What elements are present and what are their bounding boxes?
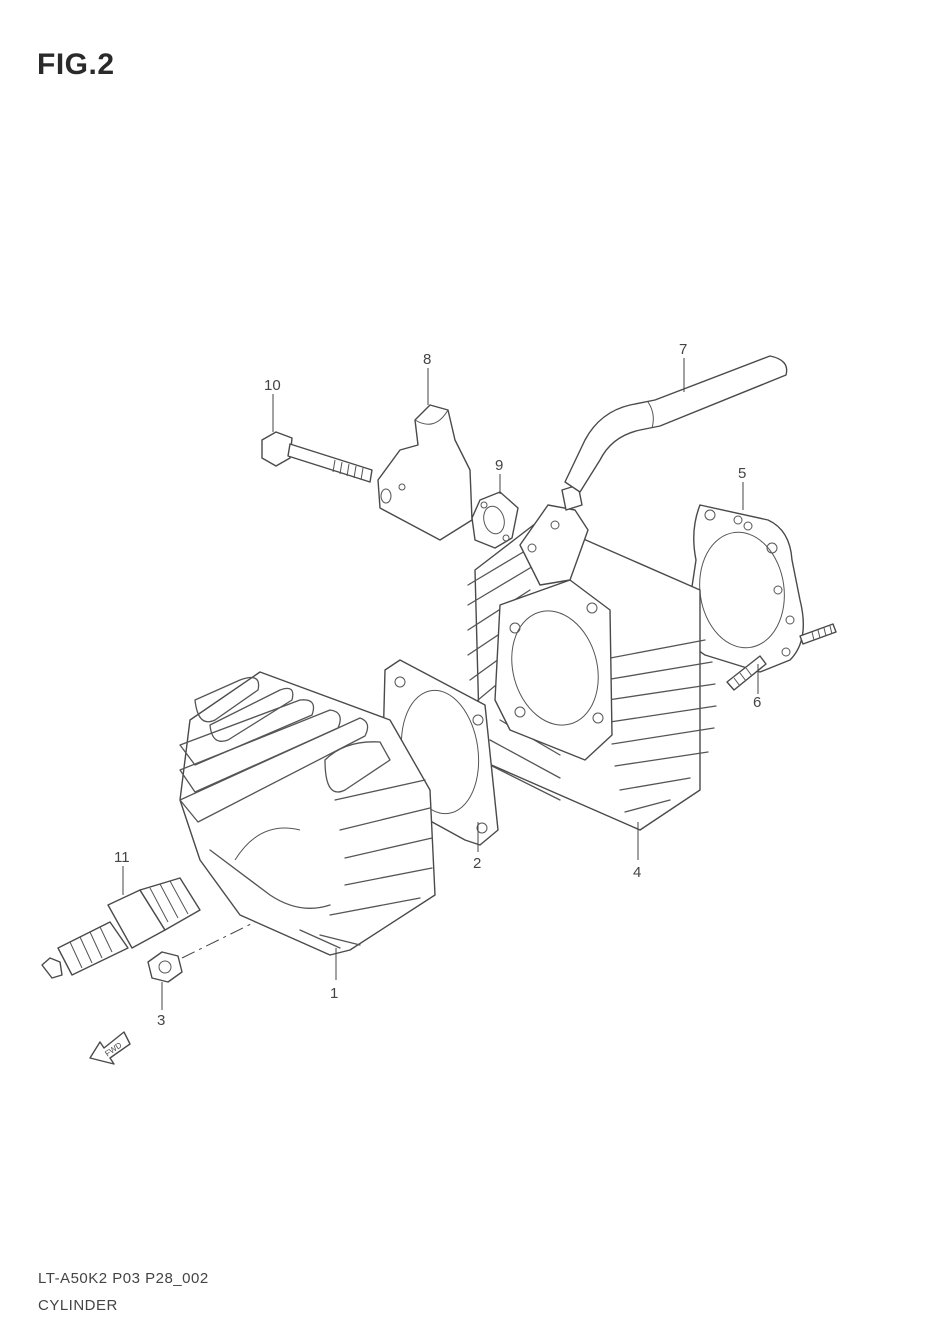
hose[interactable] [564, 355, 788, 493]
callout-3: 3 [157, 1012, 165, 1029]
callout-5: 5 [738, 465, 746, 482]
base-gasket[interactable] [686, 504, 805, 673]
callout-10: 10 [264, 377, 281, 394]
callout-11: 11 [114, 849, 130, 866]
fwd-arrow-icon: FWD [89, 1031, 131, 1065]
callout-7: 7 [679, 341, 687, 358]
callout-1: 1 [330, 985, 338, 1002]
drawing-code: LT-A50K2 P03 P28_002 [38, 1270, 209, 1287]
nut[interactable] [147, 951, 183, 983]
section-name: CYLINDER [38, 1297, 118, 1314]
figure-title: FIG.2 [37, 48, 115, 81]
callout-9: 9 [495, 457, 503, 474]
bolt[interactable] [261, 431, 373, 483]
callout-4: 4 [633, 864, 641, 881]
spark-plug[interactable] [41, 877, 201, 979]
callout-6: 6 [753, 694, 761, 711]
intake-gasket[interactable] [471, 491, 519, 549]
cylinder-head[interactable] [179, 671, 436, 956]
stud-bolts[interactable] [726, 623, 837, 691]
callouts: 1 2 3 4 5 6 7 8 9 10 11 [114, 341, 761, 1029]
intake-pipe[interactable] [377, 404, 473, 541]
callout-8: 8 [423, 351, 431, 368]
callout-2: 2 [473, 855, 481, 872]
